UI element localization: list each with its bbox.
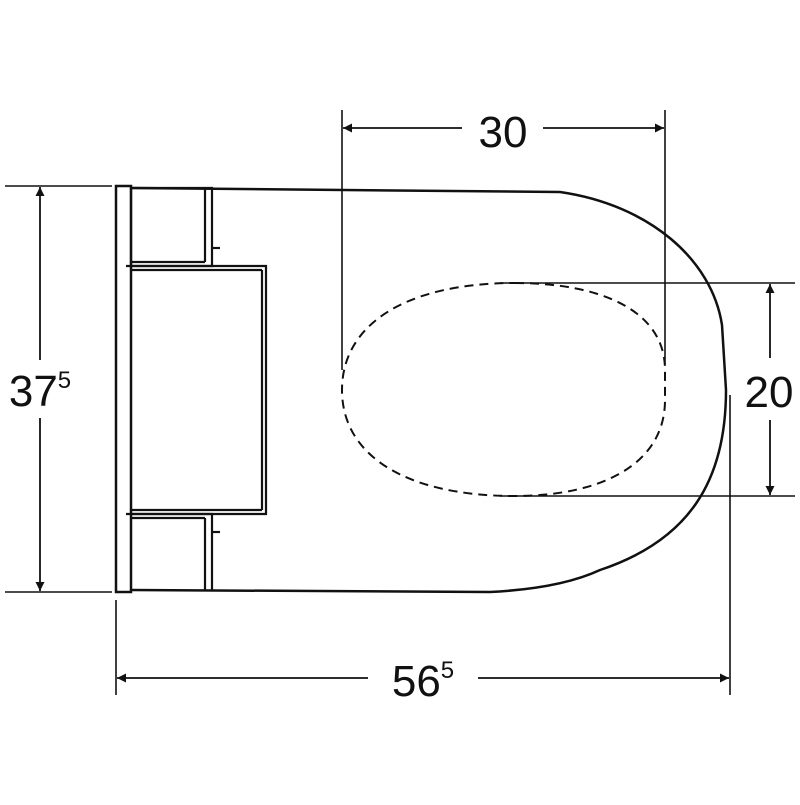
dimension-overall-length: 565: [117, 657, 729, 706]
extension-lines: [5, 110, 795, 695]
rear-flange: [114, 184, 133, 594]
bowl-outline: [114, 184, 728, 594]
dimension-right-height: 20: [745, 284, 794, 495]
dimension-top-width: 30: [343, 108, 664, 157]
overall-height-label: 375: [9, 367, 71, 416]
right-height-label: 20: [745, 368, 794, 417]
rear-connector: [126, 186, 268, 590]
top-width-label: 30: [479, 108, 528, 157]
overall-length-label: 565: [392, 657, 454, 706]
bowl-opening-dashed: [340, 281, 666, 498]
bowl-body: [130, 186, 728, 594]
dimension-overall-height: 375: [9, 187, 71, 591]
